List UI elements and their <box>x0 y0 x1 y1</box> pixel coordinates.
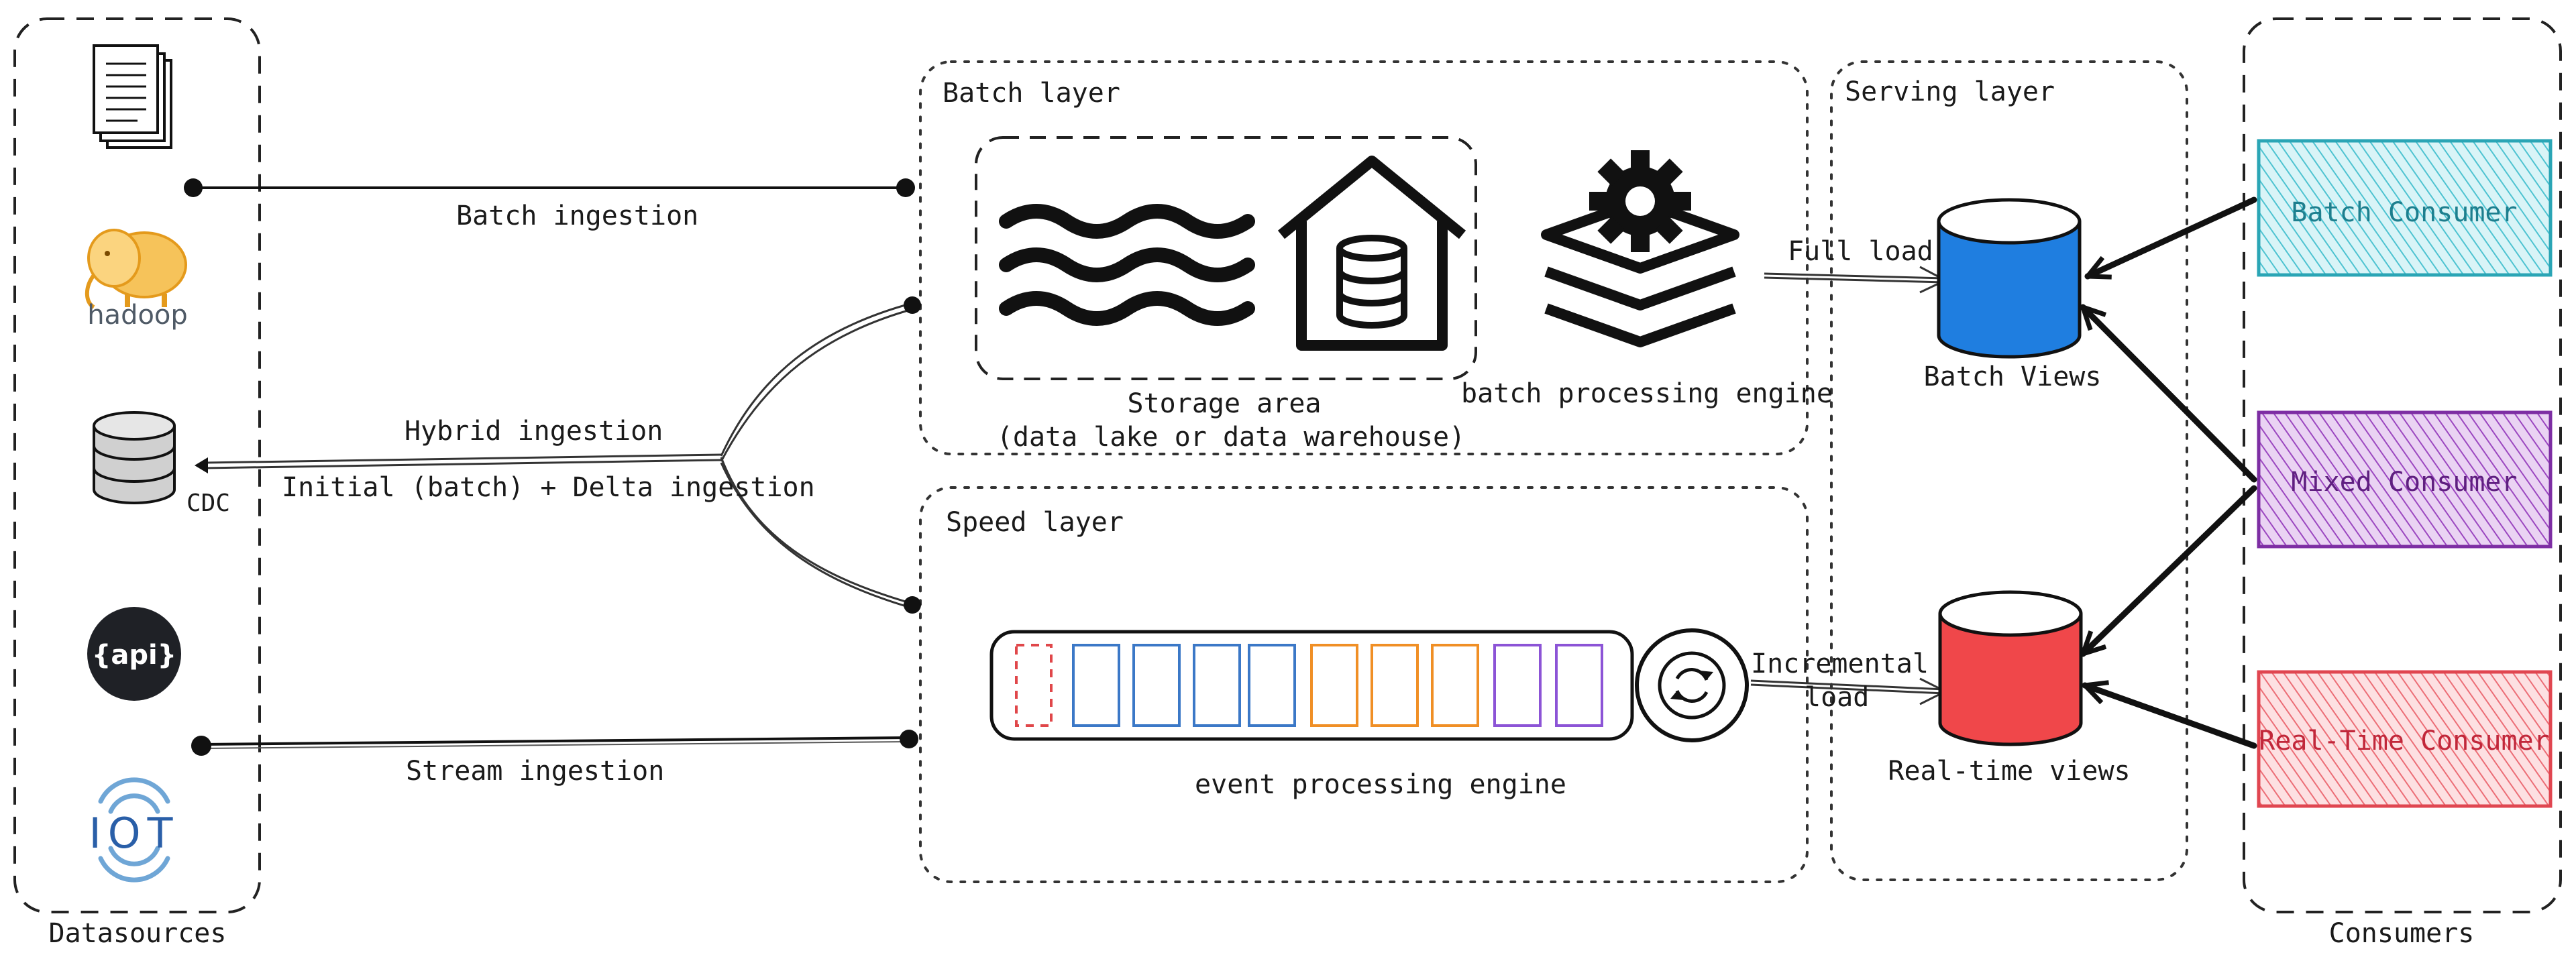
batch-layer-label: Batch layer <box>943 78 1120 109</box>
data-warehouse-icon <box>1277 156 1466 351</box>
realtime-views-cylinder <box>1938 590 2083 746</box>
data-lake-waves-icon <box>999 204 1255 326</box>
realtime-consumer-label: Real-Time Consumer <box>2259 726 2549 756</box>
hybrid-ingestion-edge <box>195 296 921 614</box>
consumers-label: Consumers <box>2329 918 2475 949</box>
speed-layer-group <box>919 486 1809 883</box>
datasources-label: Datasources <box>49 918 227 949</box>
storage-area-label: Storage area <box>1128 388 1322 419</box>
full-load-edge <box>1764 266 1948 294</box>
api-label: {api} <box>92 640 176 671</box>
batch-views-label: Batch Views <box>1924 361 2102 392</box>
queue-slot-purple <box>1493 644 1542 727</box>
storage-area-sublabel: (data lake or data warehouse) <box>997 422 1465 453</box>
hybrid-ingestion-detail-label: Initial (batch) + Delta ingestion <box>282 472 815 503</box>
batch-ingestion-edge <box>184 178 915 197</box>
queue-slot-orange <box>1431 644 1479 727</box>
event-queue-container <box>989 630 1634 741</box>
queue-slot-blue <box>1072 644 1120 727</box>
hadoop-label: hadoop <box>87 300 188 331</box>
stream-ingestion-edge <box>191 730 918 756</box>
serving-layer-group <box>1830 60 2188 881</box>
full-load-label: Full load <box>1788 236 1933 267</box>
api-icon: {api} <box>87 607 181 701</box>
queue-slot-orange <box>1310 644 1358 727</box>
queue-slot-blue <box>1132 644 1181 727</box>
hadoop-elephant-icon <box>85 229 187 309</box>
mixed-to-batch-arrow <box>2080 304 2257 483</box>
queue-slot-purple <box>1555 644 1603 727</box>
iot-icon <box>98 777 170 883</box>
datasources-group <box>13 17 261 913</box>
mixed-consumer-box <box>2257 410 2553 549</box>
realtime-views-label: Real-time views <box>1888 756 2130 787</box>
incremental-load-label: Incremental <box>1751 648 1929 679</box>
documents-icon <box>93 44 172 149</box>
queue-slot-empty <box>1015 644 1053 727</box>
batch-processing-engine-icon <box>1541 150 1739 347</box>
batch-consumer-label: Batch Consumer <box>2291 197 2517 228</box>
batch-ingestion-label: Batch ingestion <box>456 201 698 231</box>
queue-slot-blue <box>1193 644 1241 727</box>
batch-layer-group <box>919 60 1809 455</box>
event-queue-slots <box>1015 644 1603 727</box>
batch-processing-engine-label: batch processing engine <box>1461 378 1833 409</box>
queue-slot-orange <box>1371 644 1419 727</box>
queue-slot-blue <box>1248 644 1296 727</box>
storage-area-box <box>975 136 1477 380</box>
batch-consumer-box <box>2257 139 2553 277</box>
cdc-label: CDC <box>186 490 230 517</box>
hybrid-ingestion-label: Hybrid ingestion <box>405 416 663 447</box>
serving-layer-label: Serving layer <box>1845 76 2055 107</box>
realtime-consumer-arrow <box>2082 680 2257 749</box>
iot-label: IOT <box>89 809 180 858</box>
incremental-load-label-2: load <box>1805 682 1869 713</box>
speed-layer-label: Speed layer <box>946 507 1124 538</box>
database-cdc-icon <box>93 411 176 504</box>
realtime-consumer-box <box>2257 670 2553 808</box>
event-processing-engine-icon <box>1635 628 1749 742</box>
mixed-to-realtime-arrow <box>2080 485 2257 657</box>
consumer-arrows <box>2080 196 2257 749</box>
batch-consumer-arrow <box>2084 196 2257 280</box>
event-processing-engine-label: event processing engine <box>1195 769 1566 800</box>
stream-ingestion-label: Stream ingestion <box>406 756 664 787</box>
mixed-consumer-label: Mixed Consumer <box>2291 467 2517 498</box>
batch-views-cylinder <box>1937 198 2082 359</box>
